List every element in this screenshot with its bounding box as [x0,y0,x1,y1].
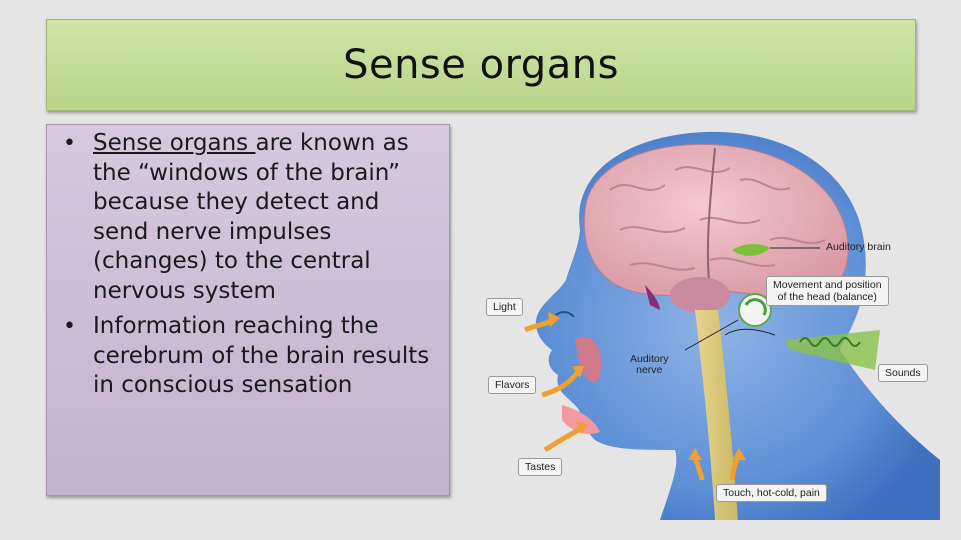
movement-label-line2: of the head (balance) [777,291,877,303]
auditory-nerve-line1: Auditory [630,353,669,365]
bullet-item-2: Information reaching the cerebrum of the… [59,312,439,401]
sounds-label: Sounds [878,364,928,382]
flavors-label: Flavors [488,376,537,394]
taste-arrow [543,425,584,453]
sense-organs-term: Sense organs [93,130,256,156]
flavor-arrow [541,370,580,398]
movement-balance-label: Movement and position of the head (balan… [766,276,889,306]
auditory-nerve-label: Auditory nerve [630,354,669,376]
bullet-item-1: Sense organs are known as the “windows o… [59,129,439,306]
auditory-nerve-line2: nerve [636,364,663,376]
auditory-brain-label: Auditory brain [826,241,891,253]
bullet-item-1-text: are known as the “windows of the brain” … [93,130,409,304]
slide-title: Sense organs [343,42,619,88]
title-banner: Sense organs [46,19,916,111]
movement-label-line1: Movement and position [773,279,882,291]
light-label: Light [486,298,523,316]
tastes-label: Tastes [518,458,563,476]
touch-label: Touch, hot-cold, pain [716,484,827,502]
bullet-text-box: Sense organs are known as the “windows o… [46,124,450,496]
head-diagram [523,131,940,520]
head-illustration: Light Flavors Tastes Auditory brain Move… [470,120,950,520]
bullet-list: Sense organs are known as the “windows o… [59,129,439,401]
